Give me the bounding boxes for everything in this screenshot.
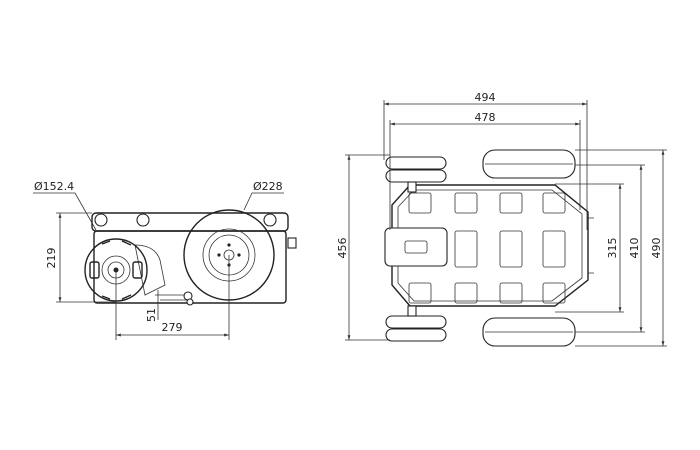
chassis-panel-grid (408, 192, 566, 304)
dimension-overall-length: 490 (575, 149, 667, 347)
dim-label-body-width: 478 (475, 111, 496, 124)
dimension-drive-diameter: Ø228 (243, 180, 284, 211)
dim-label-wheel-track: 410 (628, 238, 641, 259)
side-view: Ø152.4 Ø228 219 51 279 (33, 180, 297, 340)
dimension-wheel-spacing: 279 (115, 255, 230, 340)
dim-label-inner-length: 315 (606, 238, 619, 259)
dimension-height: 219 (45, 212, 116, 303)
dimension-inner-length: 315 (555, 183, 624, 313)
dimension-body-width: 478 (389, 111, 581, 230)
omni-wheel-top-upper (385, 156, 447, 193)
chassis-top (384, 184, 594, 307)
drive-wheel-top-lower (482, 317, 576, 347)
dim-label-wheel-spacing: 279 (162, 321, 183, 334)
dimension-clearance: 51 (145, 290, 159, 322)
dimension-omni-track: 456 (336, 154, 390, 341)
dim-label-omni-diameter: Ø152.4 (34, 180, 74, 193)
dimension-omni-diameter: Ø152.4 (33, 180, 97, 231)
dimension-wheel-track: 410 (575, 164, 645, 333)
drive-wheel-top-upper (482, 149, 576, 179)
top-view: 494 478 456 315 410 490 (336, 91, 667, 347)
robot-body-side (91, 212, 297, 306)
dim-label-drive-diameter: Ø228 (253, 180, 283, 193)
omni-wheel-top-lower (385, 305, 447, 342)
dim-label-overall-width: 494 (475, 91, 496, 104)
dim-label-clearance: 51 (145, 308, 158, 322)
dim-label-omni-track: 456 (336, 238, 349, 259)
dim-label-height: 219 (45, 248, 58, 269)
dim-label-overall-length: 490 (650, 238, 663, 259)
